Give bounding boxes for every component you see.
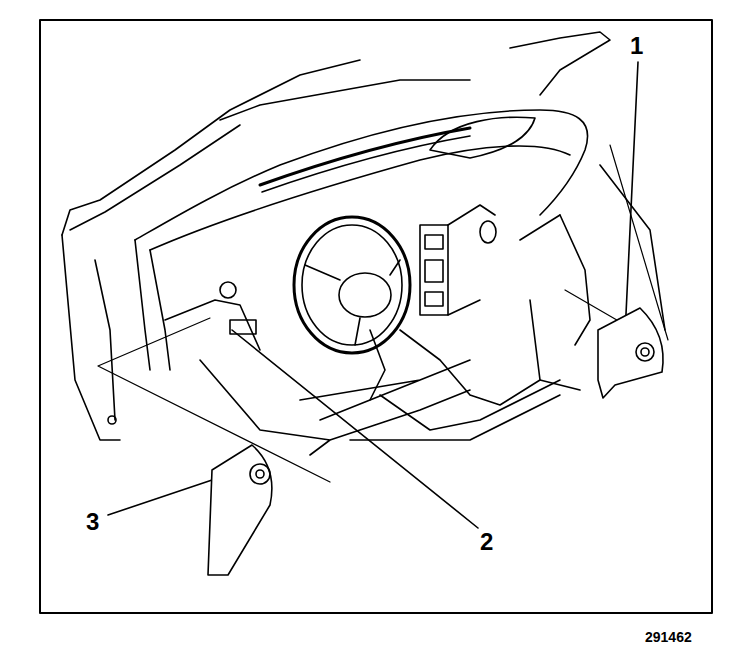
kick-panel (598, 308, 663, 398)
zoom-line (98, 318, 330, 482)
tunnel-base (380, 380, 560, 430)
floor-mats (300, 360, 470, 420)
cowl (220, 80, 470, 120)
tunnel (400, 330, 540, 405)
windshield-frame (62, 60, 360, 235)
steering-wheel-inner (302, 225, 402, 345)
door-bolt (108, 416, 116, 424)
leader-line (108, 478, 218, 515)
defrost-vent-2 (262, 136, 470, 192)
kick-panel (208, 445, 272, 575)
side-vent (220, 282, 236, 298)
right-vent (480, 221, 496, 243)
steering-column (370, 330, 385, 400)
control-c (425, 292, 443, 306)
left-door-opening (62, 235, 120, 440)
right-floor (520, 215, 580, 390)
control-b (425, 260, 443, 282)
windshield-edge (70, 125, 240, 230)
panel-grommet (250, 464, 270, 484)
right-kick (560, 215, 590, 345)
panel-grommet-inner (641, 348, 649, 356)
sill (350, 395, 560, 440)
dash-top (135, 110, 588, 240)
frame (40, 20, 712, 613)
figure-number: 291462 (645, 630, 692, 644)
dash-left-face (150, 250, 170, 370)
callout-number: 2 (480, 530, 493, 554)
panel-grommet-inner (256, 470, 264, 478)
roof-pillar (510, 32, 610, 95)
callout-number: 3 (86, 510, 99, 534)
zoom-line (565, 145, 668, 345)
left-hinge-pillar (95, 260, 115, 420)
callout-number: 1 (630, 34, 643, 58)
lower-dash (165, 300, 260, 350)
defrost-vent (260, 128, 470, 185)
spokes (305, 260, 400, 345)
steering-hub (339, 273, 391, 317)
dash-left-end (135, 240, 150, 370)
center-stack (420, 225, 448, 315)
control-a (425, 235, 443, 249)
panel-grommet (636, 343, 654, 361)
stack-side (448, 205, 495, 315)
leader-line (625, 62, 638, 335)
airbag-door (430, 117, 535, 158)
steering-wheel (294, 217, 410, 353)
